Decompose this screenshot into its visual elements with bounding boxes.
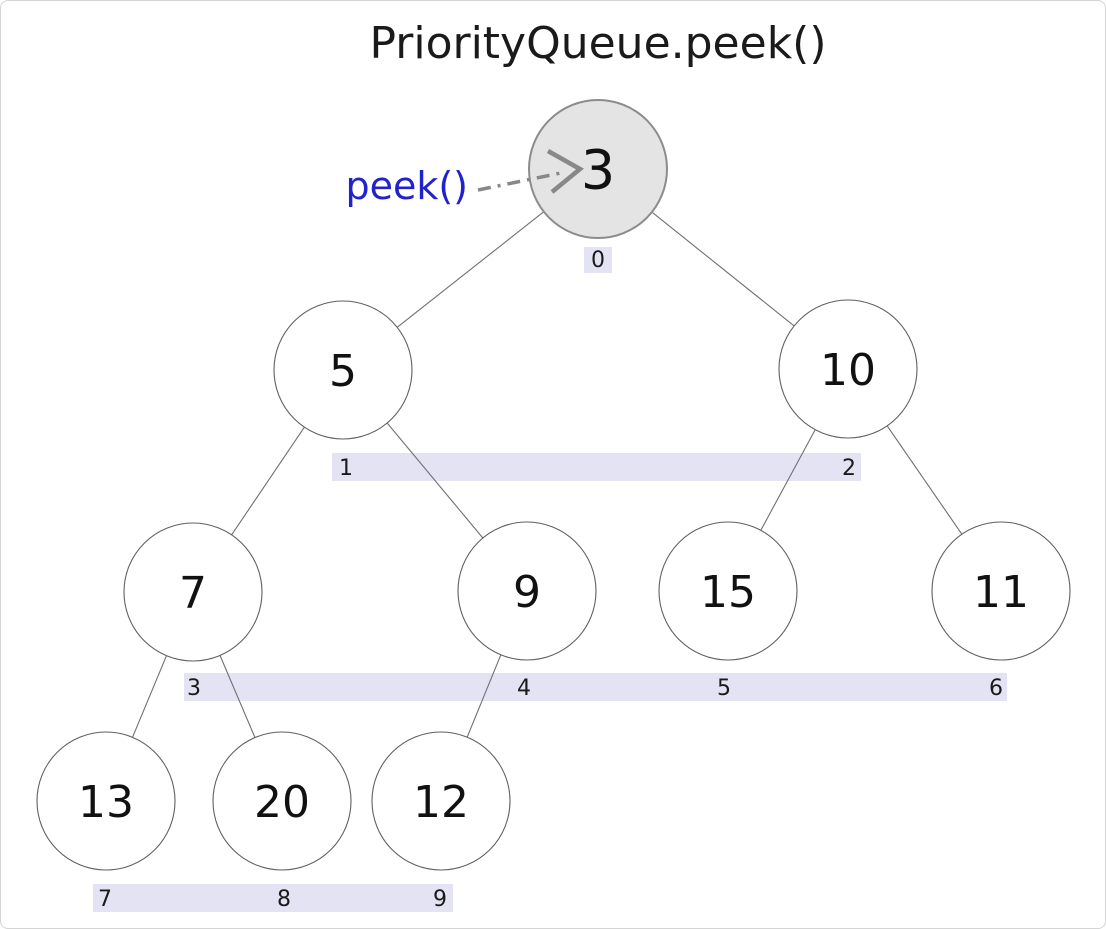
heap-node-5 [658,521,798,661]
heap-node-2 [778,299,918,439]
tree-edge [386,422,484,539]
index-label: 9 [433,887,447,912]
peek-arrow-head [546,149,584,194]
index-label: 0 [591,248,605,273]
index-band [584,247,612,273]
heap-node-9 [371,731,511,871]
tree-edge [132,655,167,738]
index-label: 6 [989,676,1003,701]
node-value: 20 [254,777,310,828]
index-band [184,673,1007,701]
node-value: 11 [973,567,1029,618]
heap-node-3 [123,522,263,662]
index-label: 3 [187,676,201,701]
index-label: 4 [517,676,531,701]
heap-node-1 [273,300,413,440]
node-value: 10 [820,345,876,396]
heap-node-8 [212,731,352,871]
node-value: 15 [700,567,756,618]
figure-title: PriorityQueue.peek() [369,18,827,69]
node-value: 13 [78,777,134,828]
node-value: 7 [179,568,207,619]
tree-edge [396,211,545,328]
tree-edge [760,429,816,531]
node-value: 9 [513,567,541,618]
tree-edge [651,211,795,327]
node-value: 12 [413,777,469,828]
heap-node-0 [528,99,668,239]
heap-node-4 [457,521,597,661]
tree-edge [219,655,256,738]
tree-edge [466,654,502,738]
peek-annotation-label: peek() [345,164,468,208]
index-label: 7 [98,887,112,912]
peek-arrow-line [477,171,562,192]
tree-edge [231,426,305,536]
index-label: 5 [717,676,731,701]
heap-node-7 [36,731,176,871]
tree-edge [886,425,963,535]
index-band [332,453,861,481]
node-value: 3 [581,139,615,202]
index-label: 1 [339,456,353,481]
index-band [93,884,453,912]
index-label: 8 [277,887,291,912]
heap-node-6 [931,521,1071,661]
index-label: 2 [842,456,856,481]
node-value: 5 [329,346,357,397]
